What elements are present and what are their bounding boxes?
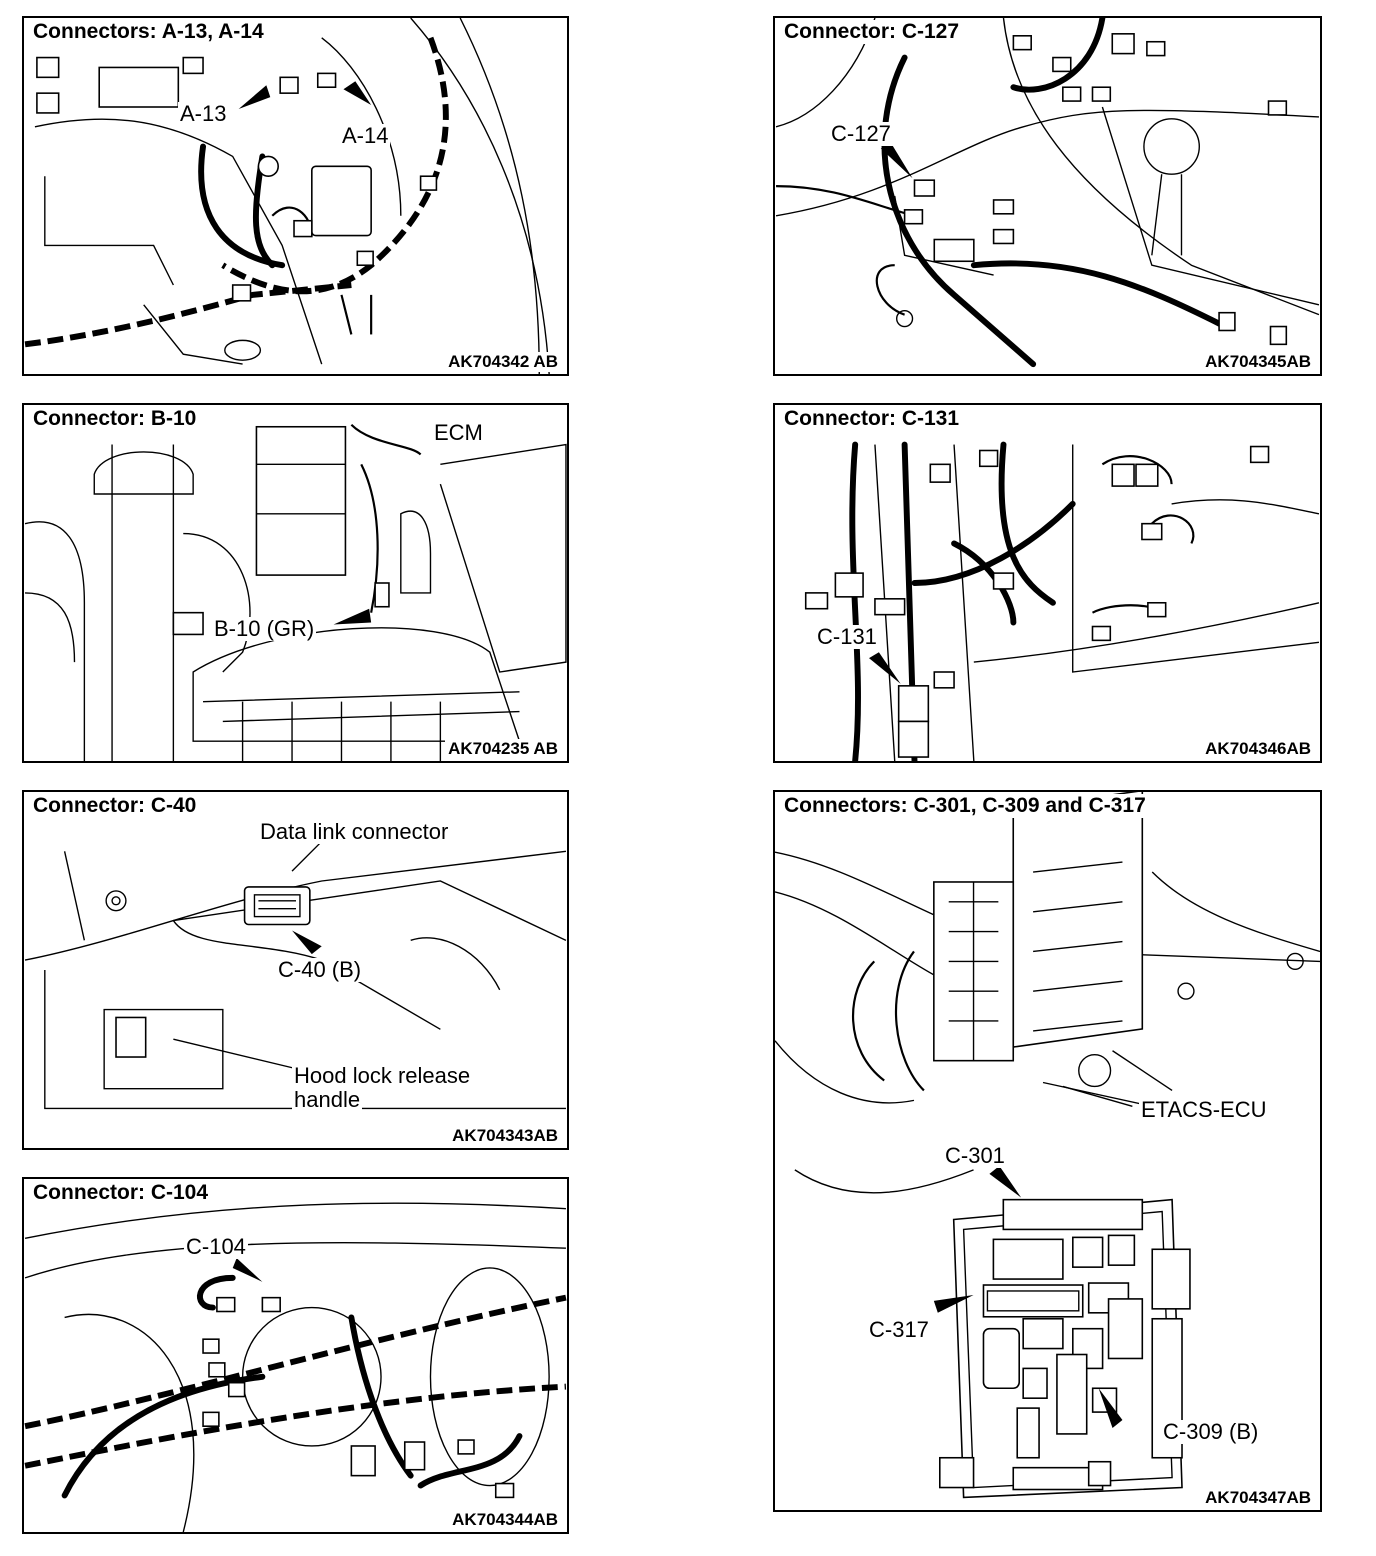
figure-code: AK704345AB [1202, 352, 1314, 372]
callout-c309-b: C-309 (B) [1161, 1419, 1261, 1444]
callout-hood-lock-release: Hood lock release [292, 1063, 473, 1088]
panel-title: Connectors: A-13, A-14 [30, 20, 267, 44]
panel-connector-c127: Connector: C-127 C-127 AK704345AB [773, 16, 1322, 376]
callout-a13: A-13 [178, 101, 229, 126]
callout-c131: C-131 [815, 624, 879, 649]
panel-title: Connector: C-104 [30, 1181, 212, 1205]
figure-code: AK704347AB [1202, 1488, 1314, 1508]
engine-bay-illustration-a13-a14 [24, 18, 550, 374]
callout-ecm: ECM [432, 420, 485, 445]
panel-title: Connector: B-10 [30, 407, 200, 431]
panel-connector-b10: Connector: B-10 ECM B-10 (GR) AK704235 A… [22, 403, 569, 763]
panel-connectors-c301-c309-c317: Connectors: C-301, C-309 and C-317 ETACS… [773, 790, 1322, 1512]
panel-connectors-a13-a14: Connectors: A-13, A-14 A-13 A-14 AK70434… [22, 16, 569, 376]
callout-etacs-ecu: ETACS-ECU [1139, 1097, 1269, 1122]
panel-title: Connectors: C-301, C-309 and C-317 [781, 794, 1149, 818]
figure-code: AK704235 AB [445, 739, 561, 759]
figure-code: AK704343AB [449, 1126, 561, 1146]
harness-illustration-c131 [804, 441, 1320, 761]
engine-bay-illustration-b10 [24, 423, 567, 761]
callout-b10-gr: B-10 (GR) [212, 616, 317, 641]
figure-code: AK704346AB [1202, 739, 1314, 759]
panel-title: Connector: C-40 [30, 794, 200, 818]
panel-title: Connector: C-127 [781, 20, 963, 44]
callout-a14: A-14 [340, 123, 391, 148]
dashboard-illustration-c40 [24, 840, 567, 1110]
figure-code: AK704344AB [449, 1510, 561, 1530]
callout-handle: handle [292, 1087, 363, 1112]
callout-c317: C-317 [867, 1317, 931, 1342]
callout-c104: C-104 [184, 1234, 248, 1259]
panel-connector-c131: Connector: C-131 C-131 AK704346AB [773, 403, 1322, 763]
callout-data-link-connector: Data link connector [258, 819, 451, 844]
console-illustration-c127 [775, 18, 1320, 368]
figure-code: AK704342 AB [445, 352, 561, 372]
panel-connector-c40: Connector: C-40 Data link connector C-40… [22, 790, 569, 1150]
etacs-ecu-illustration [775, 792, 1320, 1499]
callout-c127: C-127 [829, 121, 893, 146]
panel-title: Connector: C-131 [781, 407, 963, 431]
panel-connector-c104: Connector: C-104 C-104 AK704344AB [22, 1177, 569, 1534]
instrument-panel-illustration-c104 [24, 1202, 567, 1532]
callout-c40-b: C-40 (B) [276, 957, 364, 982]
callout-c301: C-301 [943, 1143, 1007, 1168]
